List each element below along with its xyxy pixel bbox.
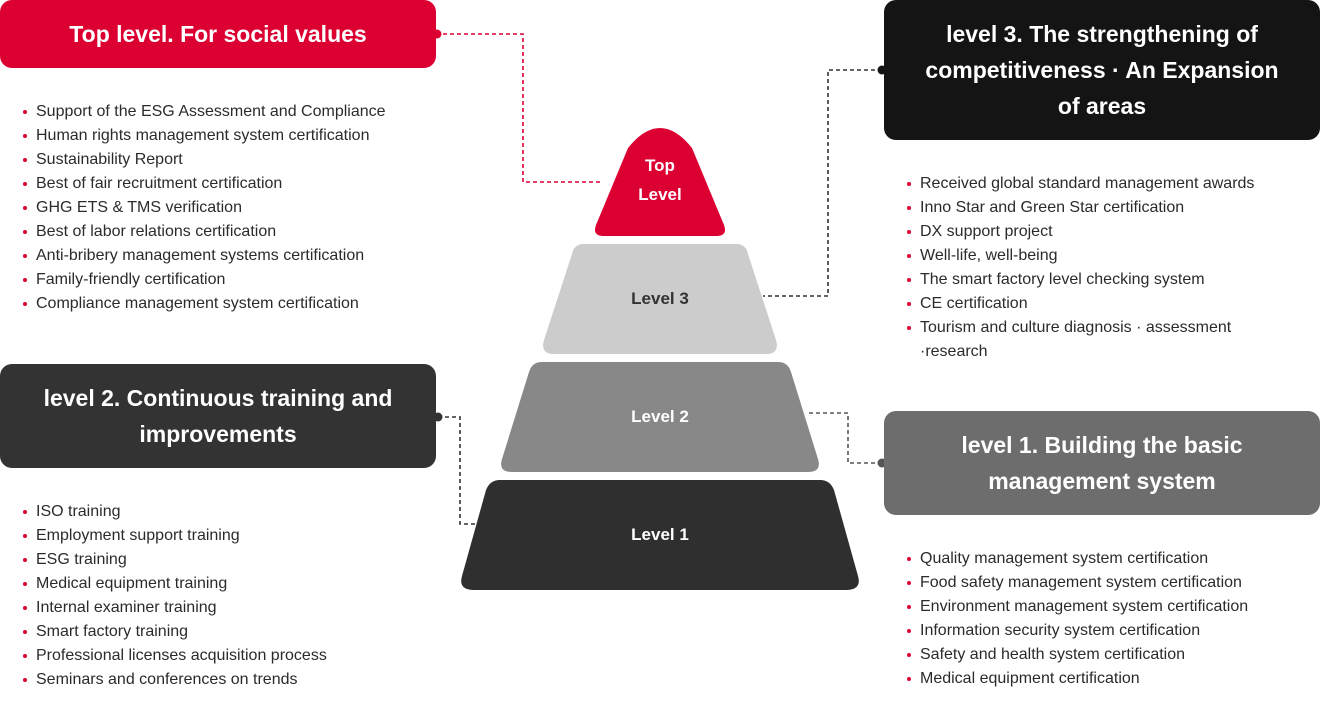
top-level-list: Support of the ESG Assessment and Compli… [21, 100, 441, 316]
level2-title-line: improvements [139, 421, 297, 447]
list-item: Support of the ESG Assessment and Compli… [21, 100, 441, 124]
list-item: Anti-bribery management systems certific… [21, 244, 441, 268]
list-item: Information security system certificatio… [905, 619, 1305, 643]
list-item: Employment support training [21, 524, 441, 548]
level3-heading: level 3. The strengthening of competitiv… [884, 0, 1320, 140]
pyramid-tier-level2 [501, 362, 819, 472]
list-item: Smart factory training [21, 620, 441, 644]
pyramid-level2-label: Level 2 [631, 407, 689, 426]
list-item: DX support project [905, 220, 1295, 244]
level2-list: ISO training Employment support training… [21, 500, 441, 692]
pyramid-level3-label: Level 3 [631, 289, 689, 308]
list-item: Well-life, well-being [905, 244, 1295, 268]
pyramid-top-label-line1: Top [645, 156, 675, 175]
list-item: Food safety management system certificat… [905, 571, 1305, 595]
list-item: Best of labor relations certification [21, 220, 441, 244]
connector-level3 [763, 69, 882, 297]
list-item: Environment management system certificat… [905, 595, 1305, 619]
list-item: Received global standard management awar… [905, 172, 1295, 196]
list-item: Best of fair recruitment certification [21, 172, 441, 196]
pyramid-tier-top [595, 128, 725, 236]
level1-list: Quality management system certification … [905, 547, 1305, 691]
list-item: Human rights management system certifica… [21, 124, 441, 148]
list-item: Compliance management system certificati… [21, 292, 441, 316]
list-item: Medical equipment training [21, 572, 441, 596]
list-item: ESG training [21, 548, 441, 572]
connector-level1 [806, 412, 882, 464]
list-item: Professional licenses acquisition proces… [21, 644, 441, 668]
pyramid-level1-label: Level 1 [631, 525, 689, 544]
level1-title-line: level 1. Building the basic [961, 432, 1243, 458]
list-item: Quality management system certification [905, 547, 1305, 571]
list-item: Family-friendly certification [21, 268, 441, 292]
list-item: Internal examiner training [21, 596, 441, 620]
pyramid-top-label-line2: Level [638, 185, 681, 204]
list-item: Safety and health system certification [905, 643, 1305, 667]
list-item: ISO training [21, 500, 441, 524]
level2-heading: level 2. Continuous training and improve… [0, 364, 436, 468]
level3-title-line: level 3. The strengthening of [946, 21, 1258, 47]
list-item: Sustainability Report [21, 148, 441, 172]
list-item: The smart factory level checking system [905, 268, 1295, 292]
level3-title-line: competitiveness · An Expansion [925, 57, 1279, 83]
level2-title-line: level 2. Continuous training and [43, 385, 393, 411]
level3-list: Received global standard management awar… [905, 172, 1295, 364]
list-item: Seminars and conferences on trends [21, 668, 441, 692]
top-level-heading: Top level. For social values [0, 0, 436, 68]
level1-title-line: management system [988, 468, 1216, 494]
pyramid-tier-level1 [461, 480, 859, 590]
pyramid-tier-level3 [543, 244, 777, 354]
list-item: CE certification [905, 292, 1295, 316]
list-item: Medical equipment certification [905, 667, 1305, 691]
level3-title-line: of areas [1057, 93, 1147, 119]
list-item: Tourism and culture diagnosis · assessme… [905, 316, 1270, 364]
list-item: GHG ETS & TMS verification [21, 196, 441, 220]
list-item: Inno Star and Green Star certification [905, 196, 1295, 220]
connector-top-level [436, 33, 600, 183]
connector-level2 [438, 416, 478, 525]
top-level-title: Top level. For social values [69, 21, 367, 47]
level1-heading: level 1. Building the basic management s… [884, 411, 1320, 515]
